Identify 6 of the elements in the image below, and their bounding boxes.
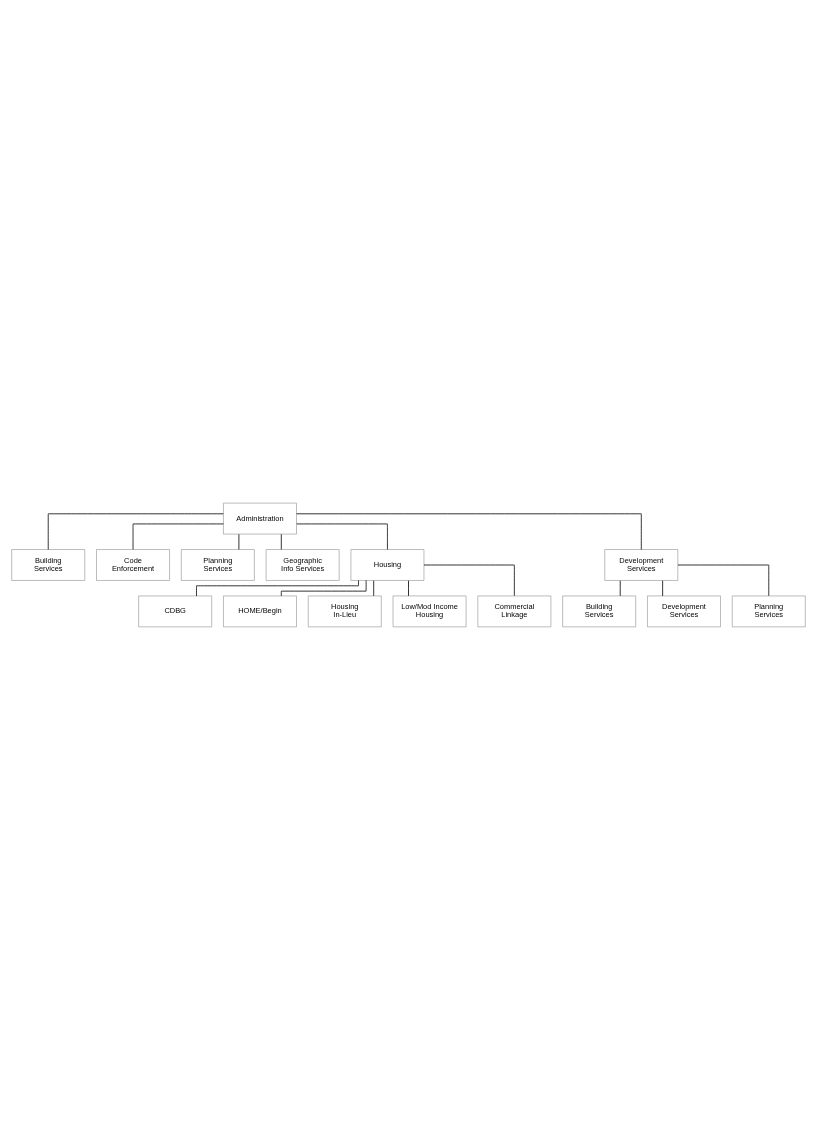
connector xyxy=(423,564,515,597)
connector xyxy=(408,580,409,597)
connector xyxy=(280,580,367,597)
connector xyxy=(662,580,664,597)
connector xyxy=(196,580,359,597)
connector xyxy=(296,523,388,550)
